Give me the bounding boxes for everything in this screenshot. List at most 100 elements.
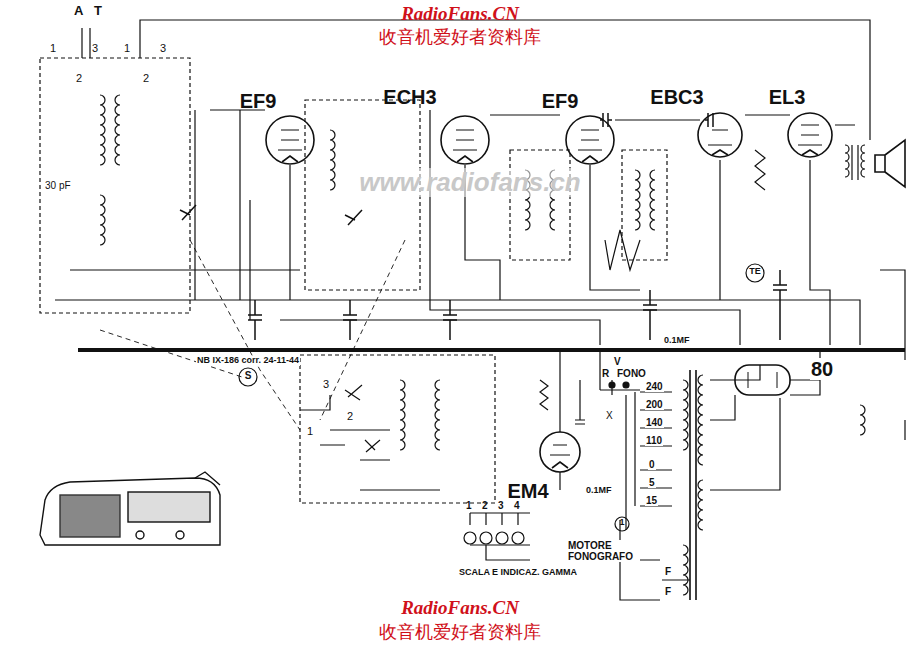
- pilot-lamp: [496, 532, 508, 544]
- wire: [490, 115, 855, 125]
- jack: [623, 382, 629, 388]
- watermark-title: RadioFans.CN: [401, 598, 519, 619]
- jack-label: FONO: [616, 368, 647, 379]
- wire: [540, 350, 585, 490]
- watermark-title: RadioFans.CN: [401, 4, 519, 25]
- switch-label: X: [605, 410, 614, 421]
- gang-link: [190, 240, 300, 430]
- speaker-symbol: [875, 140, 905, 187]
- power-transformer: [600, 350, 820, 600]
- output-transformer: [845, 145, 858, 180]
- lamp-number: 1: [466, 500, 472, 511]
- callout-letter: S: [245, 370, 252, 381]
- voltage-tap: 5: [648, 477, 656, 488]
- coil-symbol: [635, 170, 640, 230]
- wire: [590, 160, 830, 345]
- watermark-subtitle: 收音机爱好者资料库: [379, 27, 541, 47]
- coil-symbol: [100, 195, 105, 245]
- watermark-subtitle: 收音机爱好者资料库: [379, 622, 541, 642]
- capacitor-symbol: [643, 290, 657, 340]
- tube-symbol: [540, 432, 580, 472]
- variable-capacitor: [345, 385, 380, 452]
- knob: [136, 531, 144, 539]
- callout-number: 1: [619, 518, 624, 528]
- wire: [70, 110, 300, 270]
- tube-electrode: [278, 125, 822, 455]
- capacitor-value: 30 pF: [44, 180, 72, 191]
- coil-symbol: [683, 545, 688, 595]
- switch-position: 2: [76, 72, 82, 84]
- wire: [640, 365, 820, 506]
- lamp-label: SCALA E INDICAZ. GAMMA: [458, 568, 578, 578]
- wire: [430, 110, 740, 345]
- coil-symbol: [698, 480, 703, 530]
- callout-letter: TE: [749, 267, 761, 277]
- tube-type: EBC3: [650, 86, 703, 108]
- switch-position: 3: [160, 42, 166, 54]
- tube-type: EF9: [542, 90, 579, 112]
- knob: [176, 531, 184, 539]
- wire: [790, 270, 905, 440]
- tube-type: EL3: [769, 86, 806, 108]
- wire: [600, 350, 690, 600]
- wire: [300, 395, 440, 490]
- capacitor-value: 0.1MF: [663, 336, 691, 346]
- wire: [82, 28, 90, 58]
- dial-window: [128, 492, 210, 522]
- wire: [280, 165, 600, 345]
- tube-symbol: [266, 113, 832, 472]
- gang-link: [100, 330, 245, 378]
- callout-circle: [239, 368, 257, 386]
- lamp-number: 2: [482, 500, 488, 511]
- cabinet-outline: [40, 478, 220, 545]
- radio-cabinet: [40, 472, 220, 545]
- capacitor-symbol: [443, 300, 457, 340]
- switch-position: 3: [322, 378, 330, 390]
- capacitor-symbol: [180, 113, 787, 340]
- switch-position: 2: [143, 72, 149, 84]
- tube-type: 80: [810, 358, 834, 380]
- gang-link: [320, 240, 405, 420]
- voltage-tap: 110: [645, 435, 663, 446]
- coil-symbol: [115, 95, 120, 165]
- tube-type: EM4: [506, 480, 549, 502]
- speaker: [845, 140, 905, 187]
- coil-symbol: [435, 380, 440, 450]
- coil-symbol: [100, 95, 105, 165]
- capacitor-symbol: [773, 270, 787, 340]
- capacitor-value: 0.1MF: [585, 486, 613, 496]
- coil-symbol: [698, 375, 703, 465]
- lamp-number: 4: [514, 500, 520, 511]
- antenna-terminal: A: [74, 4, 83, 18]
- jack-label: R: [601, 368, 610, 379]
- tube-type: ECH3: [383, 86, 436, 108]
- lamp-number: 3: [498, 500, 504, 511]
- switch-position: 3: [92, 42, 98, 54]
- coil-symbol: [400, 380, 405, 450]
- voltage-tap: 200: [645, 399, 664, 410]
- choke-symbol: [860, 405, 865, 435]
- watermark-url: www.radiofans.cn: [359, 168, 581, 197]
- wire: [55, 300, 860, 345]
- callout-circle: [746, 264, 764, 282]
- band-switch: [300, 385, 440, 490]
- coil-shield: [40, 58, 190, 313]
- voltage-tap: 240: [645, 381, 664, 392]
- ground-terminal: T: [94, 4, 102, 18]
- gang-link: [100, 240, 405, 430]
- transformer-core: [690, 370, 696, 600]
- coil-symbol: [650, 170, 655, 230]
- capacitor-symbol: [343, 300, 357, 340]
- if-transformer-can: [622, 150, 667, 260]
- wire: [470, 513, 530, 560]
- switch-position: 1: [50, 42, 56, 54]
- coil-shield: [300, 355, 495, 503]
- tube-heater: [282, 150, 818, 468]
- coil-symbol: [100, 95, 865, 450]
- motor-label: MOTORE FONOGRAFO: [568, 540, 640, 562]
- switch-position: 1: [124, 42, 130, 54]
- voltage-tap: 140: [645, 417, 664, 428]
- switch-position: 2: [346, 410, 354, 422]
- callout-circle: [615, 517, 629, 531]
